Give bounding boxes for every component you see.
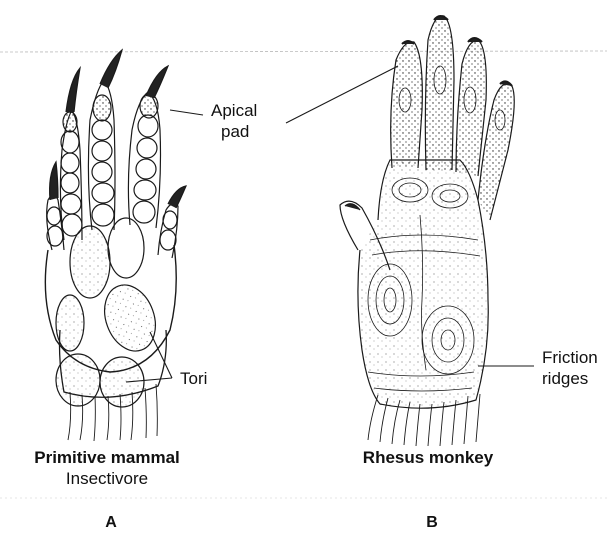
apical-pad-label-line1: Apical [211, 101, 257, 120]
friction-ridges-label-line1: Friction [542, 348, 598, 367]
friction-ridges-label-line2: ridges [542, 369, 588, 388]
panel-a-subcaption: Insectivore [66, 469, 148, 488]
panel-b-caption: Rhesus monkey [363, 448, 493, 467]
apical-pad-leader-left [170, 110, 203, 115]
apical-pad-leader-right [286, 66, 398, 123]
apical-pad-label-line2: pad [221, 122, 249, 141]
panel-a-caption: Primitive mammal [34, 448, 180, 467]
tori-leader-upper [150, 332, 172, 378]
rhesus-monkey-hand-illustration [340, 16, 514, 446]
tori-label: Tori [180, 369, 207, 388]
panel-a-letter: A [105, 513, 117, 532]
primitive-mammal-foot-illustration [45, 50, 186, 441]
panel-b-letter: B [426, 513, 438, 532]
